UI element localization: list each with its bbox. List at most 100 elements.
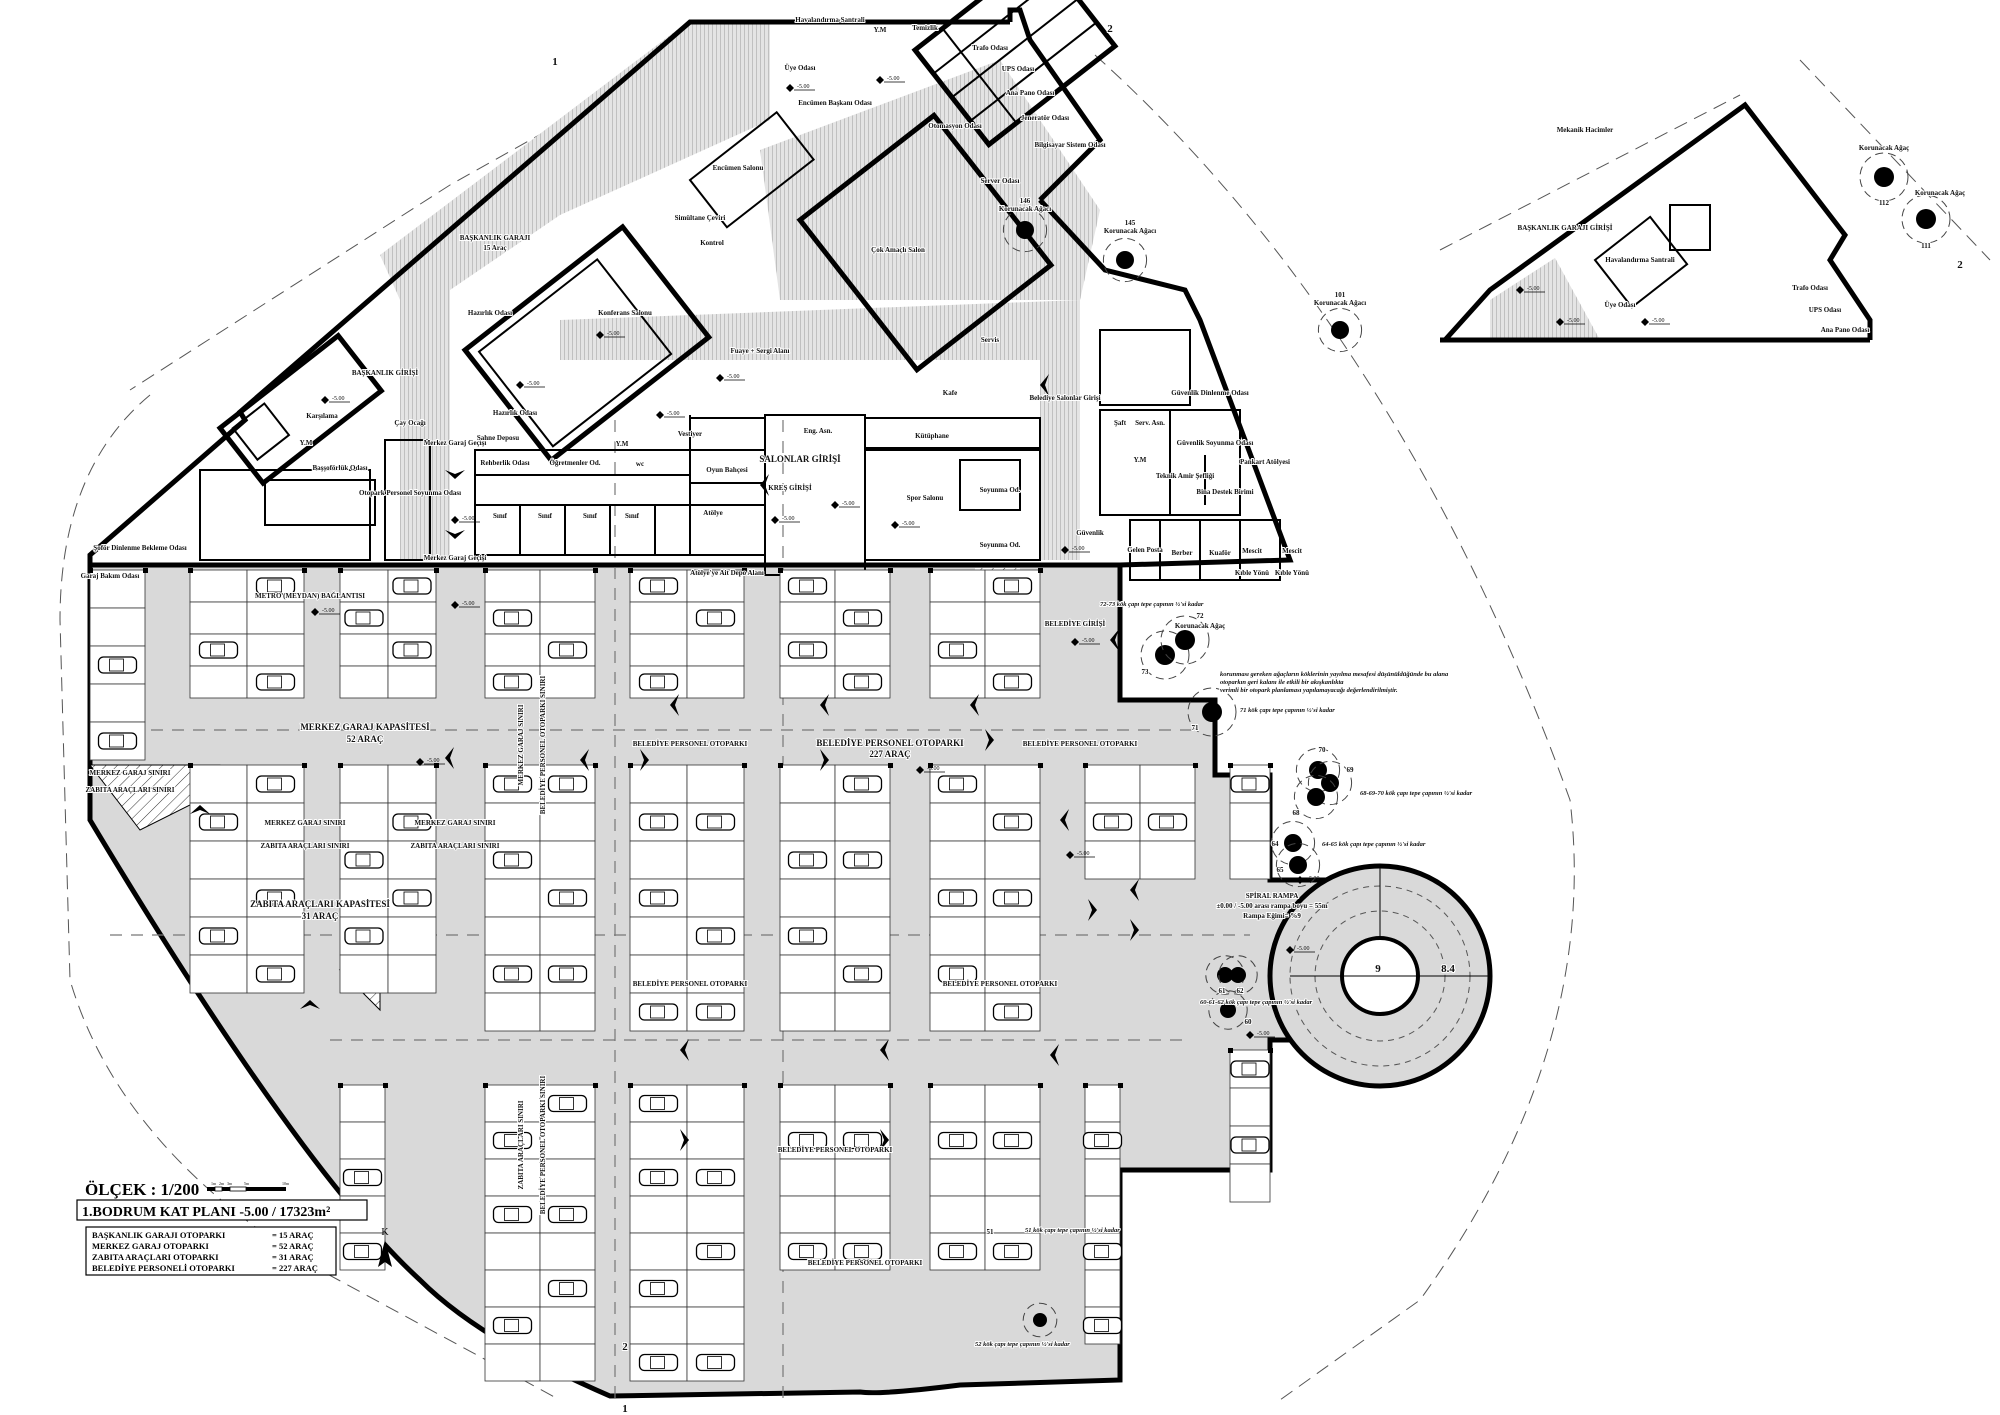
level-marker: -5.00 [876,76,905,84]
section-marker: 2 [1957,259,1963,271]
level-marker: -5.00 [786,84,815,92]
car-icon [255,889,296,907]
column [888,1083,893,1088]
parking-stall [339,802,389,842]
room-bina-destek: Bina Destek Birimi [1196,488,1253,496]
parking-stall [484,569,541,603]
level-marker: -5.00 [1246,1031,1275,1039]
room-saft: Şaft [1114,419,1127,427]
room-ups: UPS Odası [1002,65,1035,73]
section-marker: 1 [622,1403,628,1415]
car-icon [1092,813,1133,831]
car-icon [547,1094,588,1113]
parking-stall [1084,1269,1121,1308]
parking-stall [779,1195,836,1234]
column [628,568,633,573]
parking-stall [1139,840,1196,880]
parking-stall [834,916,891,956]
car-icon [492,1131,533,1150]
column [434,568,439,573]
direction-arrow-icon [670,694,679,716]
parking-stall [484,1343,541,1382]
parking-bank [778,568,893,699]
column [742,763,747,768]
label-zabita-siniri: ZABITA ARAÇLARI SINIRI [86,786,175,794]
room-berber: Berber [1172,549,1193,557]
label-zabita-siniri: ZABITA ARAÇLARI SINIRI [517,1100,525,1189]
car-icon [787,1131,828,1150]
level-marker: -5.00 [1066,851,1095,859]
car-icon [695,1168,736,1187]
parking-stall [686,1084,745,1123]
column [888,763,893,768]
room-ana-pano: Ana Pano Odası [1006,89,1055,97]
parking-stall [539,992,596,1032]
parking-stall [629,840,688,880]
tree-icon [1307,760,1353,806]
column [628,763,633,768]
level-marker: -5.00 [451,601,480,609]
level-marker: -5.00 [451,516,480,524]
column [742,568,747,573]
tree-number: 72 [1197,612,1205,620]
tree-number: 101 [1335,291,1346,299]
parking-stall [929,1158,986,1197]
tree-number: 145 [1125,219,1136,227]
parking-bank [188,763,307,994]
parking-stall [339,954,389,994]
parking-bank [928,568,1043,699]
level-value: -5.00 [1527,286,1540,292]
tree-remark: korunması gereken ağaçların köklerinin y… [1220,671,1449,678]
car-icon [638,1279,679,1298]
parking-stall [1229,840,1271,880]
scale-tick: 2m [219,1181,225,1186]
car-icon [547,1205,588,1224]
parking-stall [1084,1158,1121,1197]
level-value: -5.00 [1567,318,1580,324]
car-icon [255,673,296,691]
room-trafo: Trafo Odası [1792,284,1828,292]
tree-number: 111 [1921,242,1931,250]
parking-stall [387,954,437,994]
tree-number: 112 [1879,199,1890,207]
column [1268,1048,1273,1053]
north-label: K [381,1227,389,1238]
parking-stall [1229,802,1271,842]
parking-stall [779,1158,836,1197]
parking-stall [929,916,986,956]
car-icon [492,851,533,869]
tree-icon [1317,307,1363,353]
parking-bank [338,1083,388,1271]
level-value: -5.00 [527,381,540,387]
column [1118,1083,1123,1088]
room-mekanik: Mekanik Hacimler [1557,126,1614,134]
tree-icon [1140,630,1190,680]
label-belediye-otoparki: BELEDİYE PERSONEL OTOPARKI [633,980,748,988]
direction-arrow-icon [300,1000,320,1009]
section-marker: 1 [552,56,558,68]
parking-stall [686,764,745,804]
label-belediye-salonlar-girisi: Belediye Salonlar Girişi [1029,394,1100,402]
level-marker: -5.00 [1296,876,1325,884]
parking-stall [539,601,596,635]
level-marker: -5.00 [516,381,545,389]
parking-stall [686,665,745,699]
parking-bank [1083,763,1198,880]
level-marker: -5.00 [1286,946,1315,954]
ramp-slope: Rampa Eğimi= %9 [1243,912,1301,920]
parking-stall [629,764,688,804]
parking-stall [539,1306,596,1345]
room-kontrol: Kontrol [700,239,724,247]
car-icon [1230,1136,1270,1154]
parking-stall [339,878,389,918]
parking-stall [339,665,389,699]
label-merkez-siniri: MERKEZ GARAJ SINIRI [90,769,171,777]
room-kafe: Kafe [943,389,957,397]
column [1228,763,1233,768]
level-marker: -5.00 [596,331,625,339]
direction-arrow-icon [1050,1044,1059,1066]
legend-value: = 227 ARAÇ [272,1263,318,1273]
parking-stall [484,992,541,1032]
room-konferans: Konferans Salonu [598,309,652,317]
parking-stall [1084,1084,1121,1123]
